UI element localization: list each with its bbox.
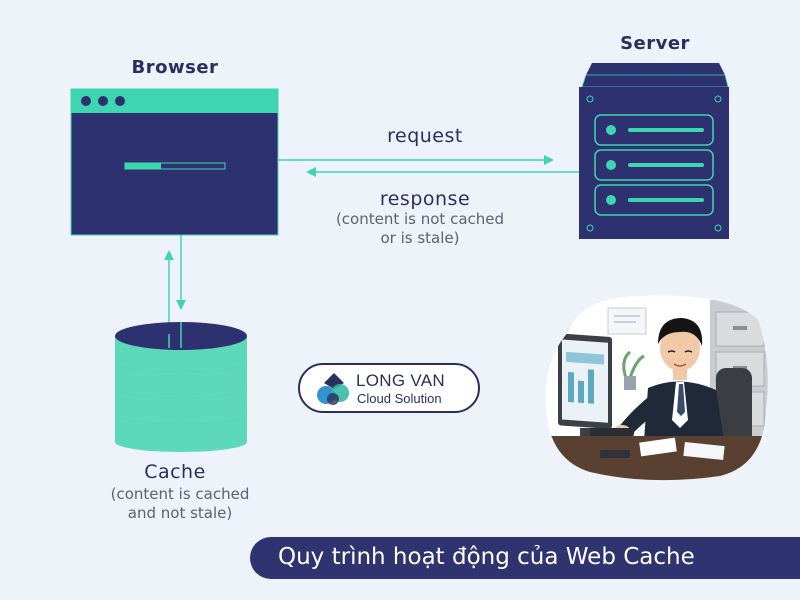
cache-database-icon bbox=[115, 322, 247, 452]
request-label: request bbox=[387, 125, 463, 147]
response-label: response bbox=[379, 188, 471, 210]
businessman-at-desk-illustration bbox=[545, 295, 768, 481]
logo-text-secondary: Cloud Solution bbox=[357, 391, 442, 406]
logo-text-primary: LONG VAN bbox=[356, 371, 445, 390]
title-banner: Quy trình hoạt động của Web Cache bbox=[250, 537, 800, 579]
server-icon bbox=[579, 63, 729, 239]
response-note: (content is not cached or is stale) bbox=[335, 210, 505, 247]
cache-label: Cache bbox=[144, 461, 206, 483]
browser-icon bbox=[70, 88, 279, 236]
browser-label: Browser bbox=[131, 57, 219, 78]
server-label: Server bbox=[620, 33, 690, 54]
logo-mark-icon bbox=[317, 373, 349, 405]
banner-title: Quy trình hoạt động của Web Cache bbox=[278, 544, 695, 570]
cache-note: (content is cached and not stale) bbox=[110, 485, 250, 522]
long-van-logo: LONG VAN Cloud Solution bbox=[298, 363, 480, 413]
